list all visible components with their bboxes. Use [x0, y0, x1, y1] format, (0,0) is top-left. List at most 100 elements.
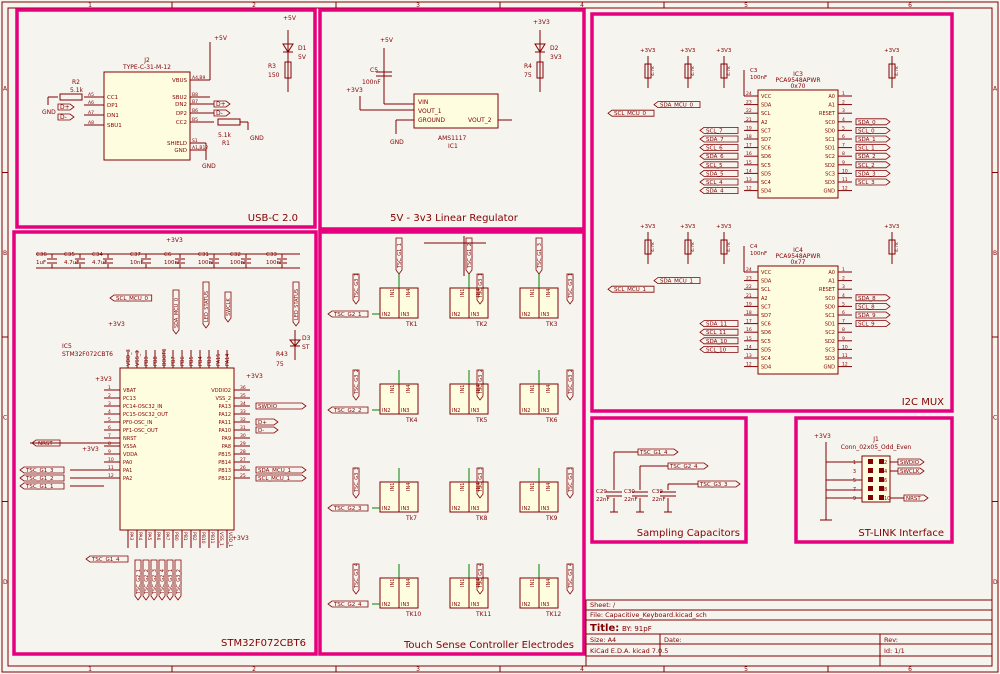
mcu-pin-pa12: PA12 — [219, 412, 231, 418]
touch-pin-in2: IN2 — [382, 602, 390, 608]
mux-pinnum: 23 — [746, 100, 752, 106]
mux-pinnum: 21 — [746, 293, 752, 299]
mux-net-right-scl_1-label: SCL_1 — [858, 146, 875, 152]
reg-d2-val: 3V3 — [550, 54, 562, 61]
usb-pin-sbu2: SBU2 — [172, 95, 187, 101]
mux-net-left-sda_4-label: SDA_4 — [706, 189, 724, 195]
touch-pin-in1: IN1 — [460, 483, 466, 491]
touch-pin-in3: IN3 — [401, 408, 409, 414]
touch-pin-in3: IN3 — [401, 506, 409, 512]
mcu-cap-ref: C34 — [92, 252, 103, 258]
mux-net-left-sda_5-label: SDA_5 — [706, 171, 724, 177]
mcu-net-bottom-0-label: TSC_G2_1 — [136, 569, 142, 595]
mux-pinnum: 10 — [842, 344, 848, 350]
mux-pinnum: 24 — [746, 267, 752, 273]
mux-pinnum: 19 — [746, 301, 752, 307]
mcu-pinnum: 26 — [240, 465, 246, 471]
mux-pinnum: 6 — [842, 134, 845, 140]
sampling-cap-c39-val: 22nF — [652, 497, 666, 503]
sampling-cap-c39: C39 — [652, 489, 663, 495]
touch-pin-in1: IN1 — [390, 483, 396, 491]
mux-net-right-scl_8-label: SCL_8 — [858, 304, 875, 310]
mux-pin-sc6: SC6 — [761, 146, 771, 152]
usb-net-dplus-left-label: D+ — [60, 104, 70, 111]
touch-pin-in1: IN1 — [390, 289, 396, 297]
touch-net-g3-left-3-label: TSC_G3_4 — [354, 563, 360, 589]
mux-pinnum: 7 — [842, 143, 845, 149]
mux-pin-sd2: SD2 — [825, 339, 835, 345]
mcu-net-right-3-label: SDA_MCU_1 — [258, 468, 291, 474]
mux-pin-sd4: SD4 — [761, 189, 771, 195]
mcu-net-right-2: D- — [255, 426, 279, 434]
touch-key-label: TK10 — [405, 611, 421, 618]
mux-net-left-scl_7: SCL_7 — [699, 127, 739, 134]
mcu-pin-pa4: PA4 — [137, 532, 143, 541]
mcu-pin-pb6: PB6 — [180, 356, 186, 366]
mux-pin-sc0: SC0 — [825, 120, 835, 126]
touch-pin-in1: IN1 — [390, 579, 396, 587]
mcu-pin-pf0-osc_in: PF0-OSC_IN — [123, 420, 153, 426]
touch-key-label: Tk7 — [405, 515, 417, 522]
touch-pin-in4: IN4 — [476, 289, 482, 297]
touch-pin-in3: IN3 — [471, 602, 479, 608]
mux-pinnum: 22 — [746, 284, 752, 290]
mux-pullup-val: 4.7k — [650, 66, 656, 76]
sampling-schematic — [606, 451, 698, 513]
touch-pin-in4: IN4 — [476, 385, 482, 393]
stlink-ref: J1 — [872, 436, 879, 443]
mux-pin-vcc: VCC — [761, 270, 772, 276]
mux-pin-gnd: GND — [824, 189, 836, 195]
stlink-pin-left-1: 1 — [853, 460, 856, 466]
mcu-pinnum: 8 — [108, 441, 111, 447]
mcu-net-tsc_g1_1-label: TSC_G1_1 — [25, 484, 53, 490]
mcu-pin-pb2: PB2 — [191, 532, 197, 541]
frame-col-bottom-1: 1 — [88, 666, 92, 673]
sampling-section-title: Sampling Capacitors — [637, 528, 740, 539]
reg-c5-val: 100nF — [362, 79, 381, 86]
mux-net-left-scl_5-label: SCL_5 — [706, 163, 723, 169]
mux-net-right-scl_0-label: SCL_0 — [858, 128, 875, 134]
mcu-net-swclk: SWCLK — [224, 291, 232, 323]
touch-net-g3-right-1-label: TSC_G3_2 — [568, 369, 574, 395]
mcu-pin-labels: VBAT1PC132PC14-OSC32_IN3PC15-OSC32_OUT4P… — [104, 349, 250, 548]
touch-net-row-2-label: TSC_G2_3 — [333, 506, 362, 512]
mux-pin-a1: A1 — [828, 279, 835, 285]
mcu-pin-pa1: PA1 — [123, 468, 132, 474]
reg-vin: VIN — [418, 99, 428, 106]
mux-net-right-sda_8-label: SDA_8 — [858, 296, 876, 302]
reg-3v3-top: +3V3 — [533, 19, 550, 26]
touch-net-g3-left-0-label: TSC_G3_1 — [354, 273, 360, 299]
mux-pin-sd4: SD4 — [761, 365, 771, 371]
touch-crosshair — [424, 236, 486, 276]
touch-pin-in2: IN2 — [522, 602, 530, 608]
mux-addr: 0x70 — [790, 83, 805, 90]
usb-pin-sbu1: SBU1 — [107, 123, 122, 129]
mux-pinnum: 12 — [746, 362, 752, 368]
mux-pin-a2: A2 — [761, 296, 768, 302]
mux-pullup-v33: +3V3 — [716, 48, 732, 54]
title-id: Id: 1/1 — [884, 647, 905, 655]
mcu-decoupling-caps: C361uFC354.7uFC344.7uFC3710nFC6100nFC311… — [36, 252, 287, 268]
stlink-net-nrst-label: NRST — [906, 496, 921, 502]
mux-pin-sd3: SD3 — [825, 356, 835, 362]
mcu-net-right-1-label: D+ — [258, 420, 267, 426]
touch-key-label: TK11 — [475, 611, 491, 618]
mux-pullup-v33: +3V3 — [640, 224, 656, 230]
touch-net-col-0-label: TSC_G1_1 — [397, 243, 403, 269]
usb-gnd-left: GND — [42, 109, 56, 116]
mux-net-left-sda_5: SDA_5 — [699, 169, 739, 177]
touch-pin-in2: IN2 — [452, 312, 460, 318]
mux-pullup-v33: +3V3 — [884, 48, 900, 54]
mcu-r43-ref: R43 — [276, 351, 288, 358]
mcu-pin-pa5: PA5 — [146, 532, 152, 541]
i2c-section-box — [590, 12, 954, 413]
mux-net-right-sda_1-label: SDA_1 — [858, 137, 876, 143]
mux-pin-scl: SCL — [761, 287, 771, 293]
mux-net-left-sda_6-label: SDA_6 — [706, 154, 724, 160]
stlink-net-swdio: SWDIO — [897, 458, 925, 466]
mcu-pinnum: 2 — [108, 393, 111, 399]
